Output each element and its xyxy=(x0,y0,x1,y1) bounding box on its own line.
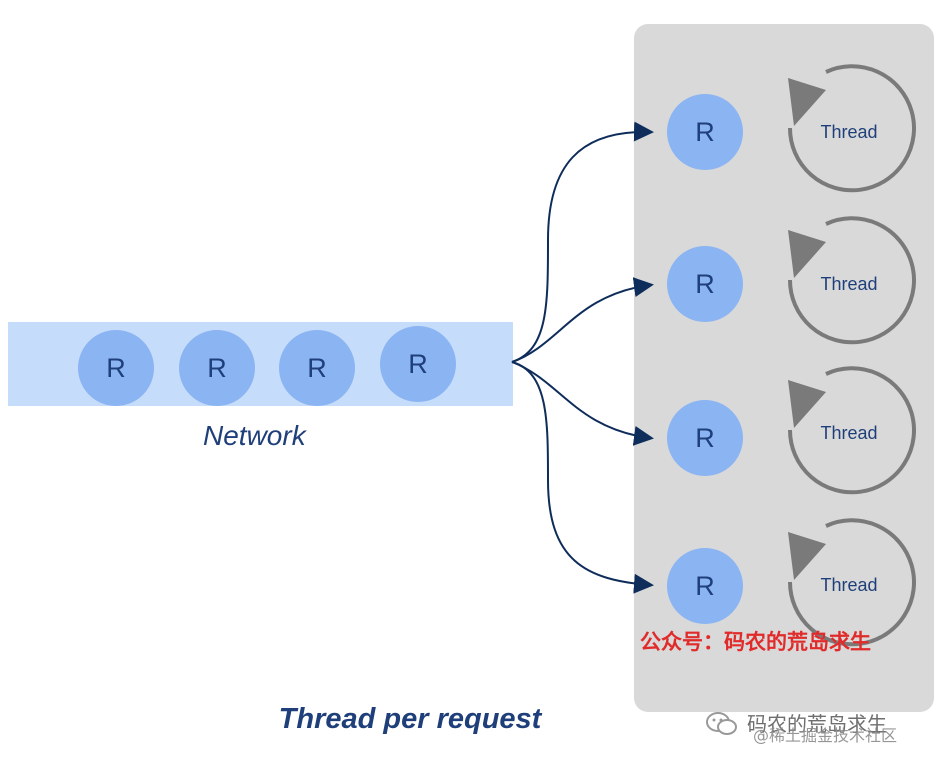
pool-request-3: R xyxy=(667,400,743,476)
watermark: 码农的荒岛求生 @稀土掘金技术社区 xyxy=(705,702,897,746)
dispatch-arrow-3 xyxy=(511,361,654,446)
thread-cycles xyxy=(787,64,916,647)
diagram-caption: Thread per request xyxy=(278,703,542,735)
dispatch-arrow-1 xyxy=(511,121,654,363)
network-request-4: R xyxy=(380,326,456,402)
dispatch-arrow-4 xyxy=(511,361,654,594)
watermark-main: 码农的荒岛求生 xyxy=(747,712,887,736)
request-label: R xyxy=(695,268,715,299)
wechat-icon xyxy=(706,712,737,735)
request-label: R xyxy=(307,352,327,383)
thread-cycle-icon-1 xyxy=(787,64,916,193)
dispatch-arrow-2 xyxy=(511,277,654,363)
thread-cycle-icon-4 xyxy=(787,518,916,647)
request-label: R xyxy=(695,570,715,601)
pool-request-1: R xyxy=(667,94,743,170)
dispatch-arrows xyxy=(511,121,654,594)
watermark-sub: @稀土掘金技术社区 xyxy=(753,726,898,745)
thread-cycle-icon-3 xyxy=(787,366,916,495)
request-label: R xyxy=(408,348,428,379)
request-label: R xyxy=(106,352,126,383)
network-request-1: R xyxy=(78,330,154,406)
request-label: R xyxy=(695,116,715,147)
thread-cycle-icon-2 xyxy=(787,216,916,345)
pool-request-2: R xyxy=(667,246,743,322)
watermark-text: 码农的荒岛求生 @稀土掘金技术社区 xyxy=(747,712,897,745)
network-request-2: R xyxy=(179,330,255,406)
thread-label-1: Thread xyxy=(820,122,878,142)
thread-label-4: Thread xyxy=(820,575,878,595)
network-label: Network xyxy=(203,420,306,451)
thread-label-3: Thread xyxy=(820,423,878,443)
request-label: R xyxy=(695,422,715,453)
pool-request-4: R xyxy=(667,548,743,624)
promo-text: 公众号：码农的荒岛求生 xyxy=(640,630,871,654)
network-request-3: R xyxy=(279,330,355,406)
request-label: R xyxy=(207,352,227,383)
thread-label-2: Thread xyxy=(820,274,878,294)
